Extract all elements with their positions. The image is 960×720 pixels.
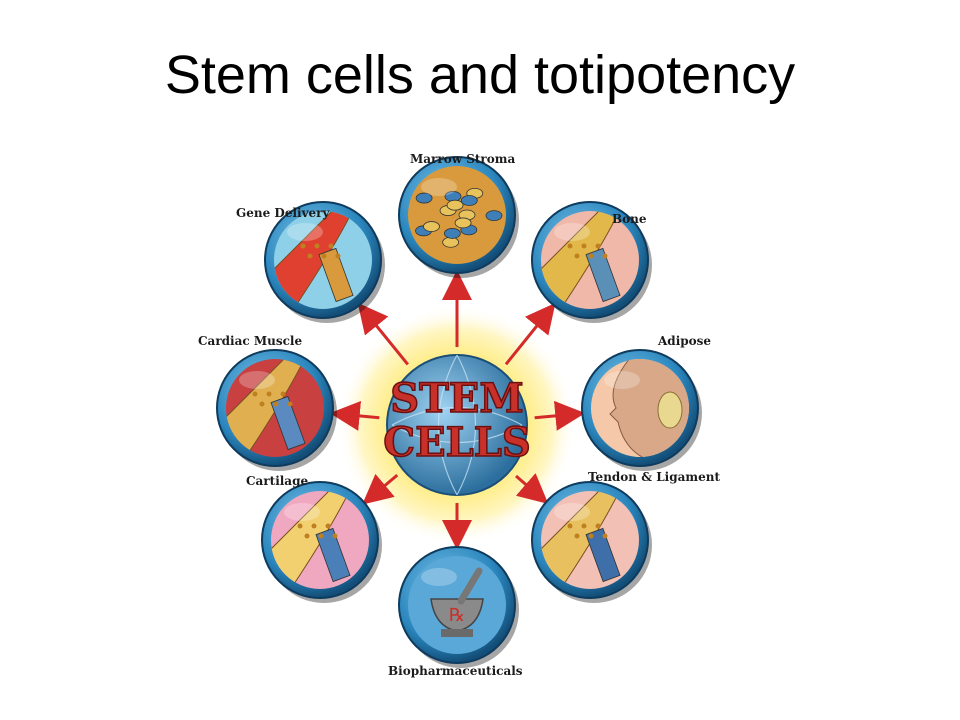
arrow-to-cardiac-muscle [329,400,380,431]
marrow-stroma-icon [415,187,503,248]
diagram-canvas: STEM CELLS ℞ [216,156,702,668]
stem-cell-diagram: STEM CELLS ℞ Marrow Stroma Bone Adipose … [180,140,740,700]
bone-icon [541,211,621,309]
label-marrow-stroma: Marrow Stroma [410,152,516,166]
node-gene-delivery [264,201,385,323]
node-marrow-stroma [398,156,519,278]
tendon-ligament-icon [541,491,621,589]
label-cartilage: Cartilage [246,474,309,488]
cardiac-muscle-icon [226,359,306,457]
node-bone [531,201,652,323]
node-cartilage [261,481,382,603]
center-text-cells: CELLS [383,419,530,466]
arrow-to-adipose [534,400,586,431]
cartilage-icon [271,491,351,589]
label-adipose: Adipose [658,334,712,348]
center-text-stem: STEM [390,375,523,422]
arrow-to-bone [504,302,556,366]
gene-delivery-icon [274,211,354,309]
slide-title: Stem cells and totipotency [164,45,796,105]
svg-text:℞: ℞ [449,605,465,626]
label-bone: Bone [612,212,647,226]
nodes-group: ℞ [216,156,702,668]
arrow-to-tendon-ligament [515,473,549,505]
node-biopharmaceuticals: ℞ [398,546,519,668]
mortar-pestle-icon: ℞ [430,567,484,637]
arrow-to-gene-delivery [357,302,409,366]
adipose-icon [609,359,689,457]
label-cardiac-muscle: Cardiac Muscle [198,334,303,348]
arrows-group [329,270,586,550]
node-cardiac-muscle [216,349,337,471]
label-tendon-ligament: Tendon & Ligament [588,470,720,484]
label-biopharmaceuticals: Biopharmaceuticals [388,664,523,678]
node-adipose [581,349,702,471]
arrow-to-cartilage [362,473,399,505]
node-tendon-ligament [531,481,652,603]
label-gene-delivery: Gene Delivery [236,206,330,220]
